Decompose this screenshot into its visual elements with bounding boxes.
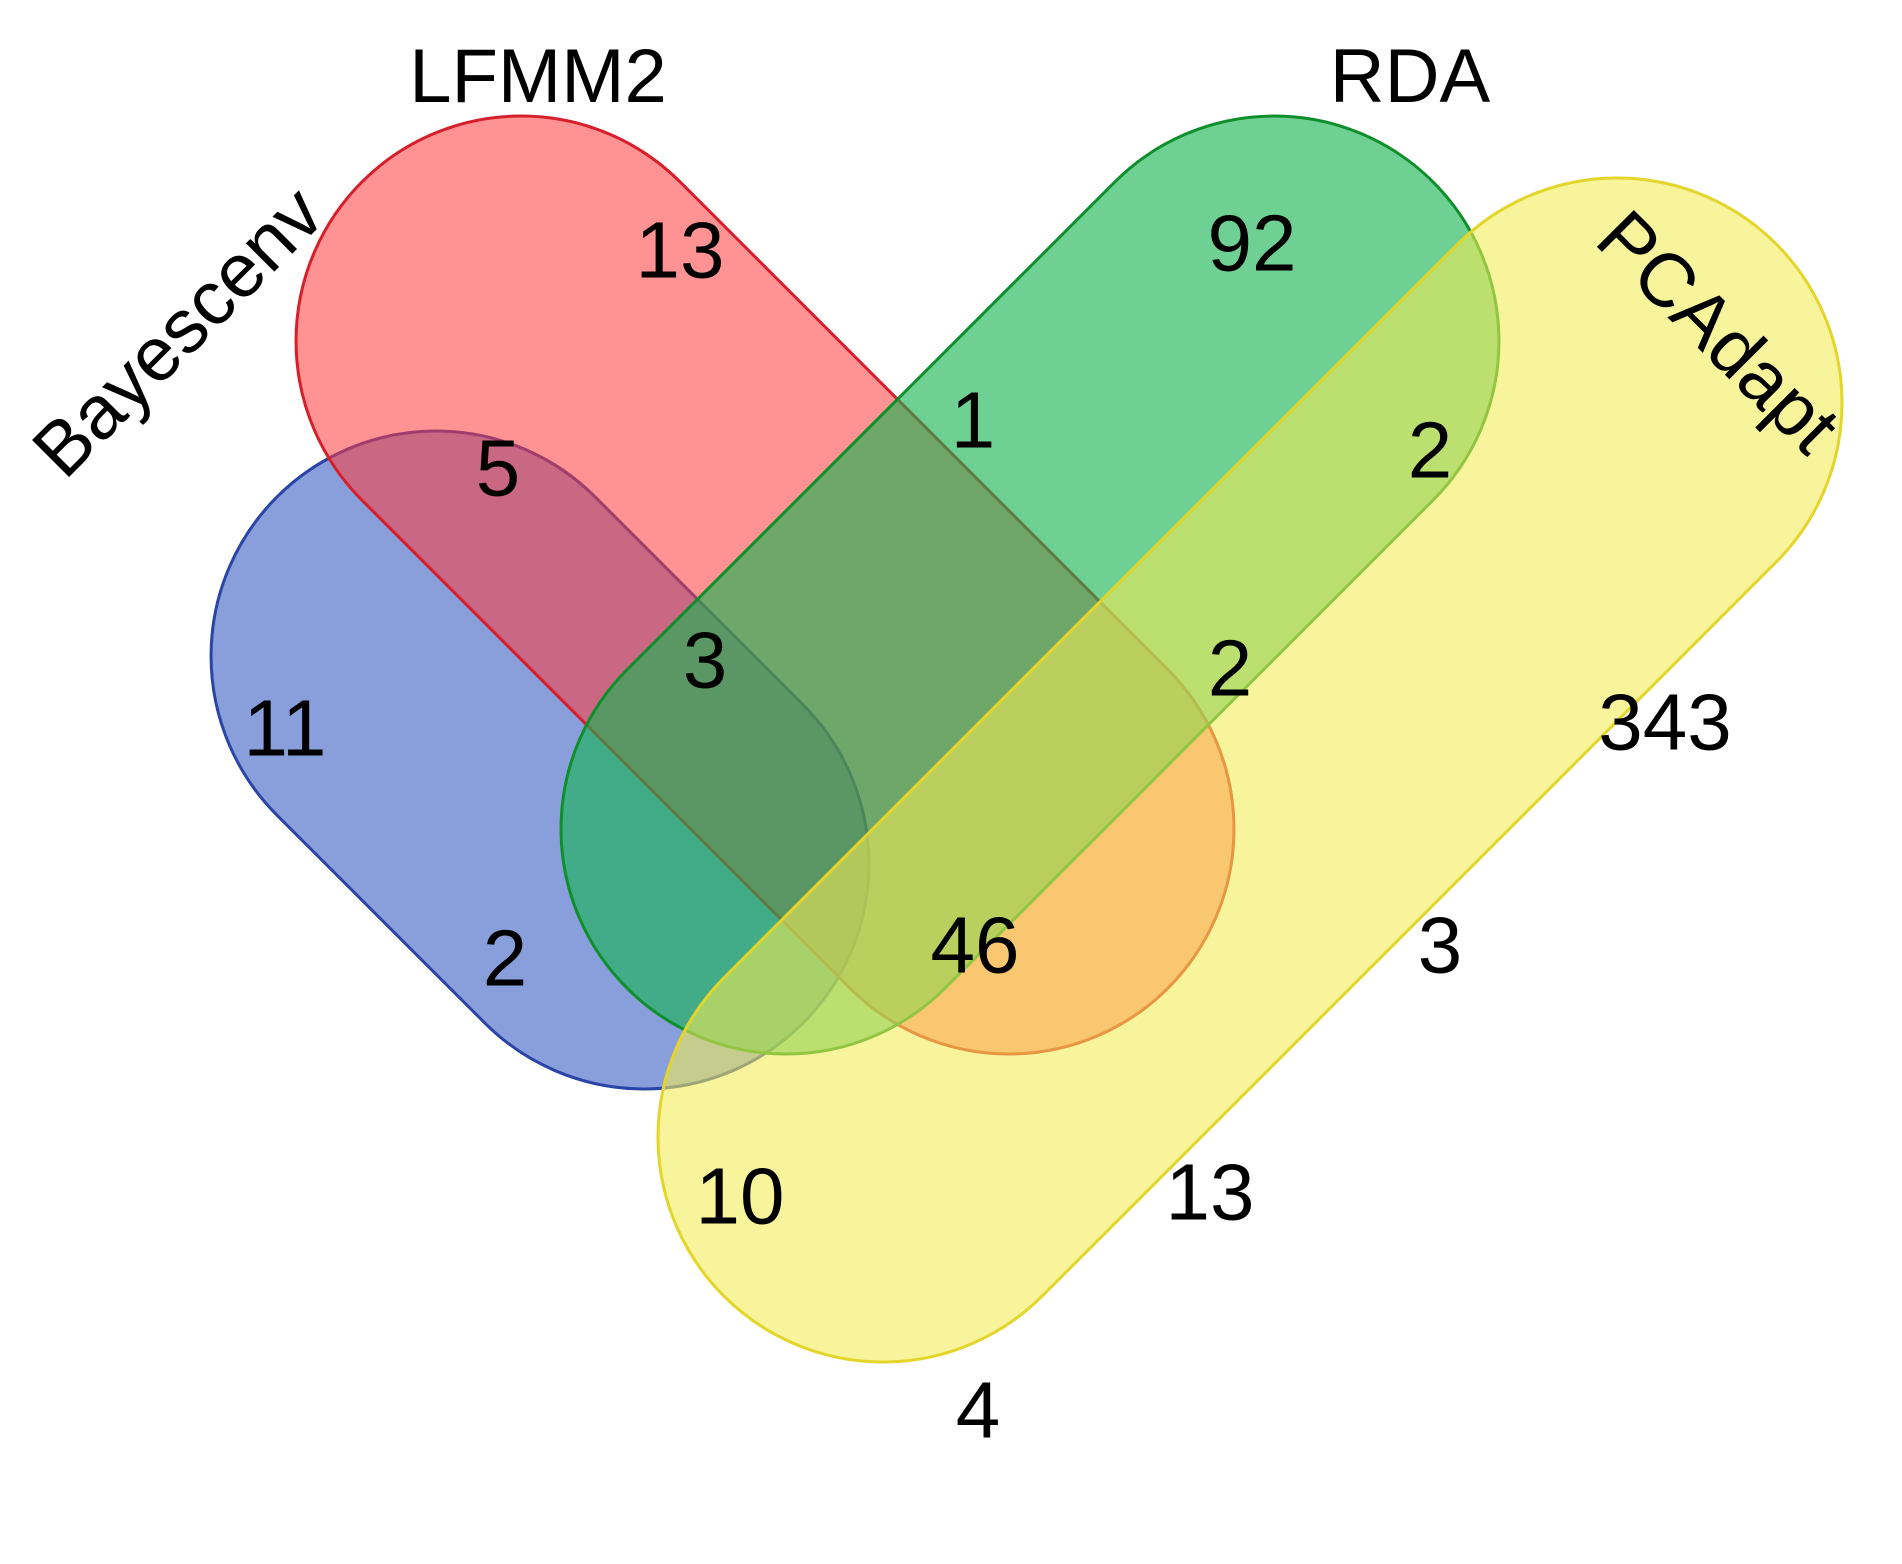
- region-bayescenv-pcadapt: 4: [956, 1366, 1001, 1455]
- region-bayescenv-rda: 2: [483, 914, 528, 1003]
- region-bayescenv-lfmm2-pcadapt: 13: [1166, 1148, 1255, 1237]
- region-rda-pcadapt: 2: [1408, 406, 1453, 495]
- region-lfmm2-only: 13: [636, 206, 725, 295]
- region-bayescenv-rda-pcadapt: 10: [696, 1152, 785, 1241]
- region-bayescenv-only: 11: [243, 684, 326, 773]
- region-bayescenv-lfmm2-rda: 3: [683, 616, 728, 705]
- region-rda-only: 92: [1208, 199, 1297, 288]
- set-label-rda: RDA: [1330, 34, 1491, 119]
- region-bayescenv-lfmm2: 5: [476, 424, 521, 513]
- set-label-lfmm2: LFMM2: [409, 34, 667, 119]
- set-pcadapt-shape: [656, 176, 1844, 1364]
- region-lfmm2-rda: 1: [951, 376, 996, 465]
- region-lfmm2-rda-pcadapt: 2: [1208, 624, 1253, 713]
- set-label-bayescenv: Bayescenv: [16, 170, 339, 493]
- region-pcadapt-only: 343: [1598, 678, 1731, 767]
- region-lfmm2-pcadapt: 3: [1418, 901, 1463, 990]
- region-all-four: 46: [931, 901, 1020, 990]
